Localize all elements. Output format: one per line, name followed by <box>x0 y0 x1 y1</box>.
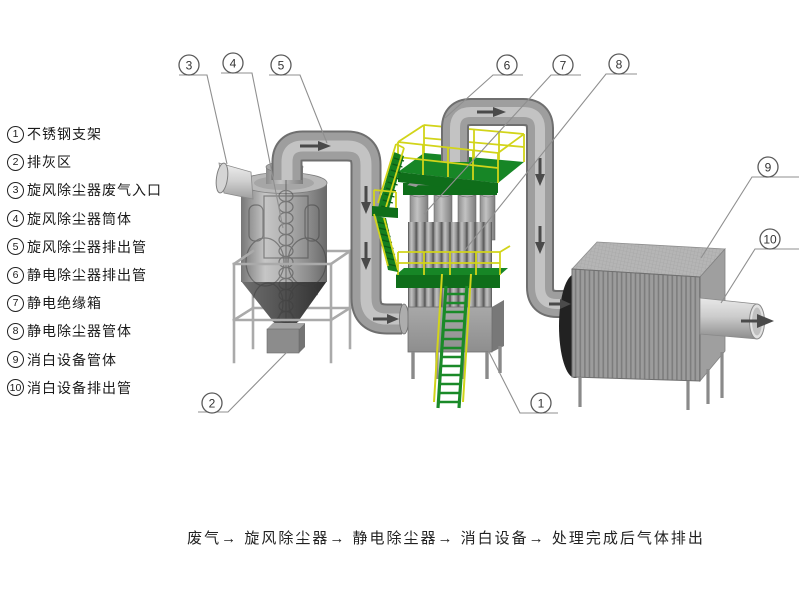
esp-top-platform-edge <box>398 172 498 193</box>
callout-3: 3 <box>178 54 200 76</box>
callout-8: 8 <box>608 53 630 75</box>
legend-item-label: 静电除尘器排出管 <box>27 267 147 284</box>
legend-item-label: 静电绝缘箱 <box>27 295 102 312</box>
esp-outlet-pipe <box>441 98 574 318</box>
cyclone-outlet-pipe <box>271 130 402 335</box>
legend-item-number: 6 <box>7 266 24 284</box>
callout-7: 7 <box>552 54 574 76</box>
cyclone-internals <box>245 174 327 330</box>
legend-item-label: 旋风除尘器筒体 <box>27 210 132 227</box>
esp-top-railing-front <box>397 124 525 183</box>
svg-text:2: 2 <box>209 397 216 411</box>
cyclone-cone <box>241 281 327 330</box>
ash-discharge-box <box>266 323 305 354</box>
svg-text:1: 1 <box>538 397 545 411</box>
whitening-outlet-pipe <box>699 297 765 340</box>
legend-item-number: 5 <box>7 238 24 256</box>
cyclone-dust-collector <box>215 161 352 364</box>
flow-arrow <box>477 107 545 254</box>
process-flow-caption: 废气→ 旋风除尘器→ 静电除尘器→ 消白设备→ 处理完成后气体排出 <box>187 530 705 547</box>
esp-ladder <box>433 273 472 409</box>
legend-item-label: 消白设备管体 <box>27 351 117 368</box>
legend-item-label: 静电除尘器管体 <box>27 323 132 340</box>
legend-item-number: 10 <box>7 379 24 397</box>
svg-text:8: 8 <box>616 58 623 72</box>
cyclone-stand-front <box>232 249 352 364</box>
svg-text:10: 10 <box>763 233 777 247</box>
whitening-legs <box>578 352 724 410</box>
callout-2: 2 <box>201 392 223 414</box>
svg-text:3: 3 <box>186 59 193 73</box>
legend-item-number: 9 <box>7 351 24 369</box>
legend-item-number: 1 <box>7 125 24 143</box>
callouts: 1 2 3 4 5 6 7 8 9 10 <box>178 52 799 414</box>
svg-text:9: 9 <box>765 161 772 175</box>
electrostatic-precipitator <box>396 124 525 409</box>
callout-4: 4 <box>222 52 244 74</box>
legend-item-number: 2 <box>7 153 24 171</box>
legend-item-label: 旋风除尘器废气入口 <box>27 182 162 199</box>
legend-item-label: 消白设备排出管 <box>27 379 132 396</box>
svg-text:6: 6 <box>504 59 511 73</box>
legend-item-label: 排灰区 <box>27 154 72 171</box>
cyclone-inlet-pipe <box>215 162 254 200</box>
legend-item-number: 8 <box>7 322 24 340</box>
legend-item-number: 7 <box>7 294 24 312</box>
esp-stairs <box>372 143 405 272</box>
flow-arrow <box>300 141 399 324</box>
callout-9: 9 <box>757 156 779 178</box>
callout-6: 6 <box>496 54 518 76</box>
legend-item-number: 3 <box>7 181 24 199</box>
esp-inlet-flange <box>399 303 409 335</box>
esp-mid-platform <box>396 245 511 288</box>
legend-item-label: 不锈钢支架 <box>27 126 102 143</box>
legend-item-number: 4 <box>7 210 24 228</box>
whitening-equipment <box>559 241 765 410</box>
svg-text:4: 4 <box>230 57 237 71</box>
legend-item-label: 旋风除尘器排出管 <box>27 238 147 255</box>
callout-10: 10 <box>759 228 781 250</box>
callout-5: 5 <box>270 54 292 76</box>
svg-text:7: 7 <box>560 59 567 73</box>
whitening-box-outline <box>571 268 701 382</box>
flow-arrow <box>549 299 774 328</box>
svg-text:5: 5 <box>278 59 285 73</box>
callout-1: 1 <box>530 392 552 414</box>
whitening-box-front <box>572 269 700 381</box>
